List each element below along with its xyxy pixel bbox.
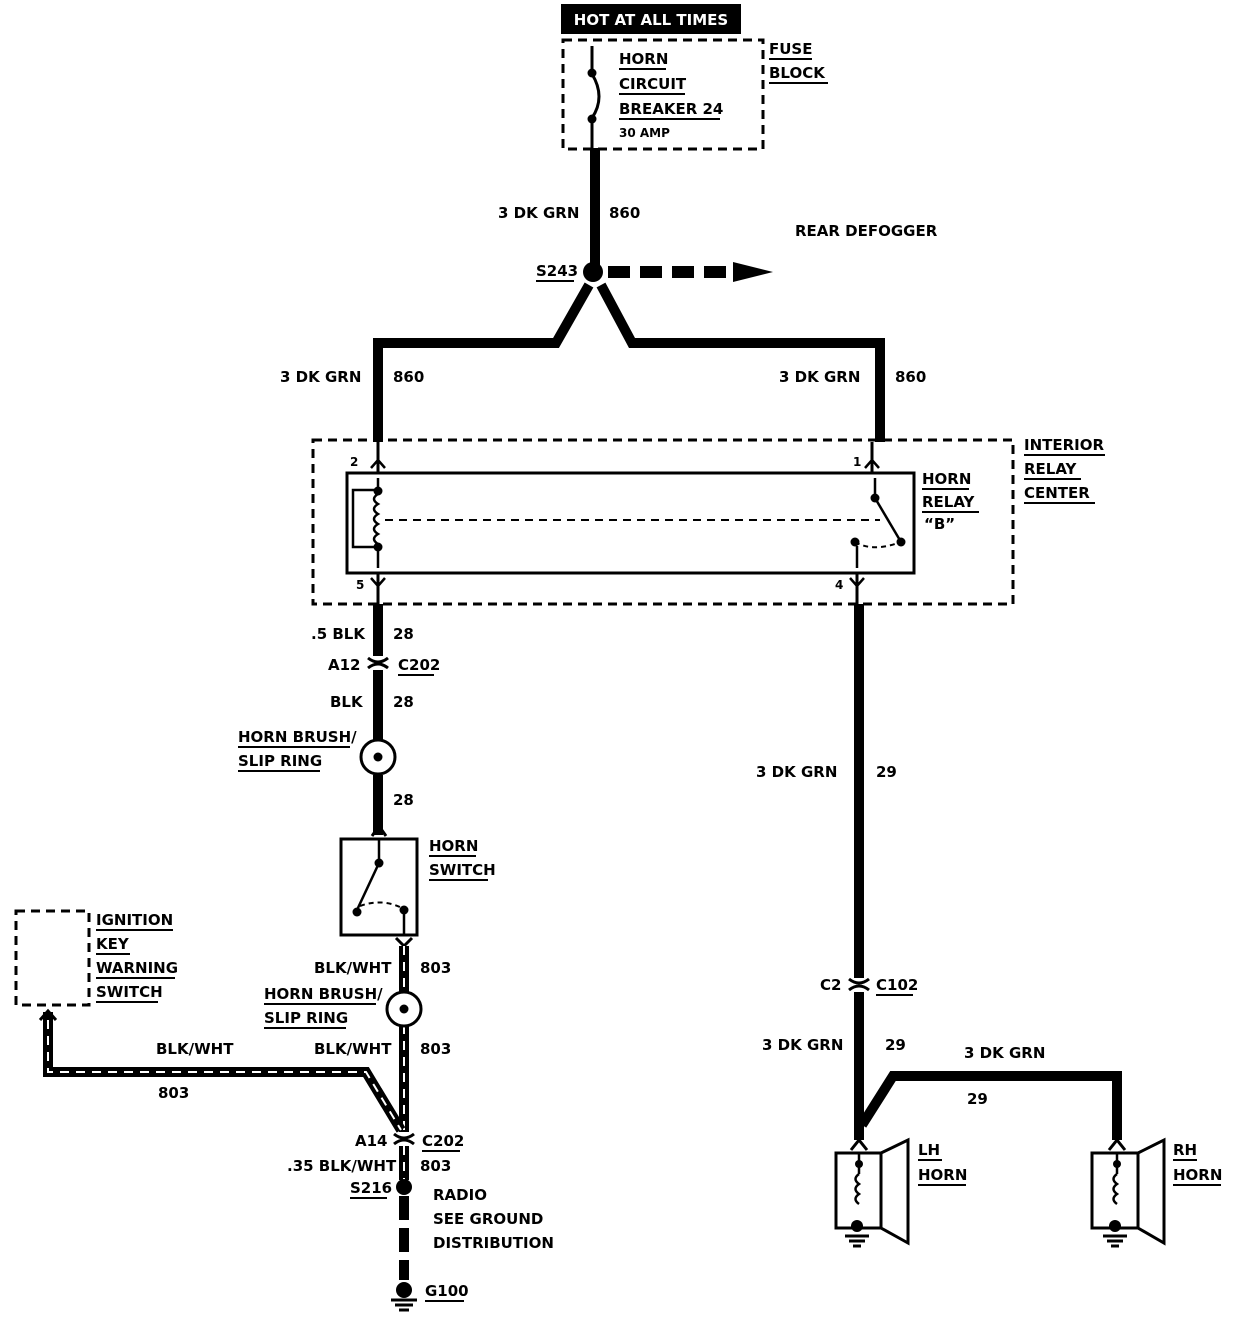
- horn-relay-label-2: RELAY: [922, 493, 976, 511]
- connector-a14: A14: [355, 1132, 387, 1150]
- splice-s243-dot: [583, 262, 603, 282]
- wire-horn-gauge: 3 DK GRN: [756, 763, 837, 781]
- fuse-block-label: FUSE: [769, 40, 812, 58]
- wire-rh-gauge: 3 DK GRN: [964, 1044, 1045, 1062]
- ground-g100-label: G100: [425, 1282, 469, 1300]
- ignition-key-warning-switch: [14, 909, 91, 1021]
- wire-switch-out-circuit: 803: [420, 959, 451, 977]
- wire-left-gauge: 3 DK GRN: [280, 368, 361, 386]
- wire-rh-circuit: 29: [967, 1090, 988, 1108]
- svg-text:HORN: HORN: [619, 50, 668, 68]
- hot-at-all-times-banner: HOT AT ALL TIMES: [561, 4, 741, 34]
- lh-horn-label: LH: [918, 1141, 940, 1159]
- horn-brush-label-2: HORN BRUSH/: [264, 985, 383, 1003]
- connector-c102: [848, 977, 870, 992]
- radio-note: RADIO: [433, 1186, 487, 1204]
- connector-c102-label: C102: [876, 976, 918, 994]
- svg-text:CIRCUIT: CIRCUIT: [619, 75, 687, 93]
- relay-center-label: INTERIOR: [1024, 436, 1104, 454]
- connector-c202-bottom-label: C202: [422, 1132, 464, 1150]
- svg-text:HOT AT ALL TIMES: HOT AT ALL TIMES: [574, 11, 728, 29]
- ground-g100: [391, 1282, 417, 1312]
- wire-brush2-gauge: BLK/WHT: [314, 1040, 392, 1058]
- horn-brush-label-1: HORN BRUSH/: [238, 728, 357, 746]
- wire-left-circuit: 860: [393, 368, 424, 386]
- horn-brush-slip-ring-2: [385, 990, 423, 1028]
- connector-a12: A12: [328, 656, 360, 674]
- svg-text:30 AMP: 30 AMP: [619, 126, 670, 140]
- pin-2: 2: [350, 455, 358, 469]
- ignition-switch-label-4: SWITCH: [96, 983, 163, 1001]
- horn-switch-label: HORN: [429, 837, 478, 855]
- rh-horn-label-2: HORN: [1173, 1166, 1222, 1184]
- rh-horn: [1090, 1137, 1166, 1248]
- radio-note-3: DISTRIBUTION: [433, 1234, 554, 1252]
- wire-lh-gauge: 3 DK GRN: [762, 1036, 843, 1054]
- wire-brush2-circuit: 803: [420, 1040, 451, 1058]
- pin-4: 4: [835, 578, 843, 592]
- connector-c2: C2: [820, 976, 841, 994]
- connector-c202-top-label: C202: [398, 656, 440, 674]
- wire-top-circuit: 860: [609, 204, 640, 222]
- horn-relay-label-3: “B”: [924, 515, 955, 533]
- wire-ground-gauge: .35 BLK/WHT: [287, 1157, 397, 1175]
- wire-803: [43, 946, 409, 1280]
- horn-brush-slip-ring-1: [359, 738, 397, 776]
- horn-switch: [339, 823, 419, 949]
- wire-lh-circuit: 29: [885, 1036, 906, 1054]
- connector-c202-bottom: [393, 1132, 415, 1146]
- svg-text:BREAKER 24: BREAKER 24: [619, 100, 723, 118]
- horn-brush-label-2b: SLIP RING: [264, 1009, 348, 1027]
- wire-ground-circuit: 803: [420, 1157, 451, 1175]
- ignition-switch-label-2: KEY: [96, 935, 130, 953]
- wire-ign-gauge: BLK/WHT: [156, 1040, 234, 1058]
- pin-5: 5: [356, 578, 364, 592]
- wire-right-gauge: 3 DK GRN: [779, 368, 860, 386]
- lh-horn: [834, 1137, 910, 1248]
- radio-note-2: SEE GROUND: [433, 1210, 543, 1228]
- connector-c202-top: [367, 656, 389, 670]
- pin-1: 1: [853, 455, 861, 469]
- ignition-switch-label: IGNITION: [96, 911, 173, 929]
- lh-horn-label-2: HORN: [918, 1166, 967, 1184]
- rear-defogger-arrow: [608, 262, 773, 282]
- rh-horn-label: RH: [1173, 1141, 1197, 1159]
- horn-relay-label: HORN: [922, 470, 971, 488]
- horn-brush-label-1b: SLIP RING: [238, 752, 322, 770]
- wire-ign-circuit: 803: [158, 1084, 189, 1102]
- wire-slip-circuit: 28: [393, 791, 414, 809]
- interior-relay-center: [311, 438, 1015, 606]
- ignition-switch-label-3: WARNING: [96, 959, 178, 977]
- wire-switch-out-gauge: BLK/WHT: [314, 959, 392, 977]
- splice-s243: S243: [536, 262, 578, 280]
- rear-defogger-label: REAR DEFOGGER: [795, 222, 938, 240]
- wire-860: [373, 148, 885, 442]
- relay-center-label-2: RELAY: [1024, 460, 1078, 478]
- wire-blk-gauge: BLK: [330, 693, 364, 711]
- splice-s216: S216: [350, 1179, 392, 1197]
- wire-horn-circuit: 29: [876, 763, 897, 781]
- horn-switch-label-2: SWITCH: [429, 861, 496, 879]
- relay-center-label-3: CENTER: [1024, 484, 1090, 502]
- wire-relay-out-gauge: .5 BLK: [311, 625, 366, 643]
- fuse-block: HORN CIRCUIT BREAKER 24 30 AMP: [561, 38, 765, 151]
- wire-29: [854, 604, 1122, 1140]
- wire-relay-out-circuit: 28: [393, 625, 414, 643]
- wire-top-gauge: 3 DK GRN: [498, 204, 579, 222]
- splice-s216-dot: [396, 1179, 412, 1195]
- wire-right-circuit: 860: [895, 368, 926, 386]
- wire-blk-circuit: 28: [393, 693, 414, 711]
- fuse-block-label-2: BLOCK: [769, 64, 826, 82]
